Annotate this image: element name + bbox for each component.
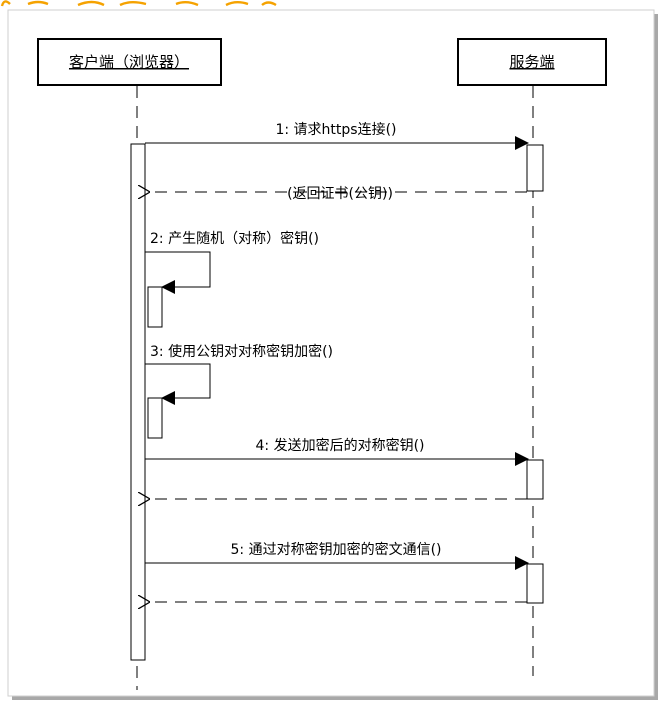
message-3-label: 3: 使用公钥对对称密钥加密() — [150, 343, 333, 360]
server-activation-1 — [526, 144, 544, 192]
message-5-label: 5: 通过对称密钥加密的密文通信() — [231, 541, 442, 558]
message-1-label: 1: 请求https连接() — [275, 121, 396, 138]
message-5: 5: 通过对称密钥加密的密文通信() — [145, 541, 529, 570]
message-2-label: 2: 产生随机（对称）密钥() — [150, 230, 319, 247]
message-1: 1: 请求https连接() — [145, 121, 529, 150]
return-1-label: (返回证书(公钥)) — [287, 186, 393, 202]
message-4-label: 4: 发送加密后的对称密钥() — [256, 437, 425, 454]
self-activation-2 — [147, 286, 163, 328]
message-4: 4: 发送加密后的对称密钥() — [145, 437, 529, 466]
server-activation-5 — [526, 563, 544, 604]
message-3: 3: 使用公钥对对称密钥加密() — [145, 343, 333, 405]
participant-client: 客户端（浏览器） — [37, 38, 222, 86]
participant-server: 服务端 — [457, 38, 607, 86]
message-2: 2: 产生随机（对称）密钥() — [145, 230, 319, 294]
server-activation-4 — [526, 459, 544, 500]
return-1: (返回证书(公钥)) — [149, 186, 527, 202]
participant-server-label: 服务端 — [509, 53, 554, 71]
cropped-title-fragment — [0, 0, 277, 7]
client-activation-bar — [130, 143, 146, 661]
participant-client-label: 客户端（浏览器） — [69, 53, 189, 71]
message-3-arrow — [145, 363, 211, 405]
diagram-frame — [7, 9, 655, 697]
message-2-arrow — [145, 251, 211, 294]
self-activation-3 — [147, 397, 163, 439]
